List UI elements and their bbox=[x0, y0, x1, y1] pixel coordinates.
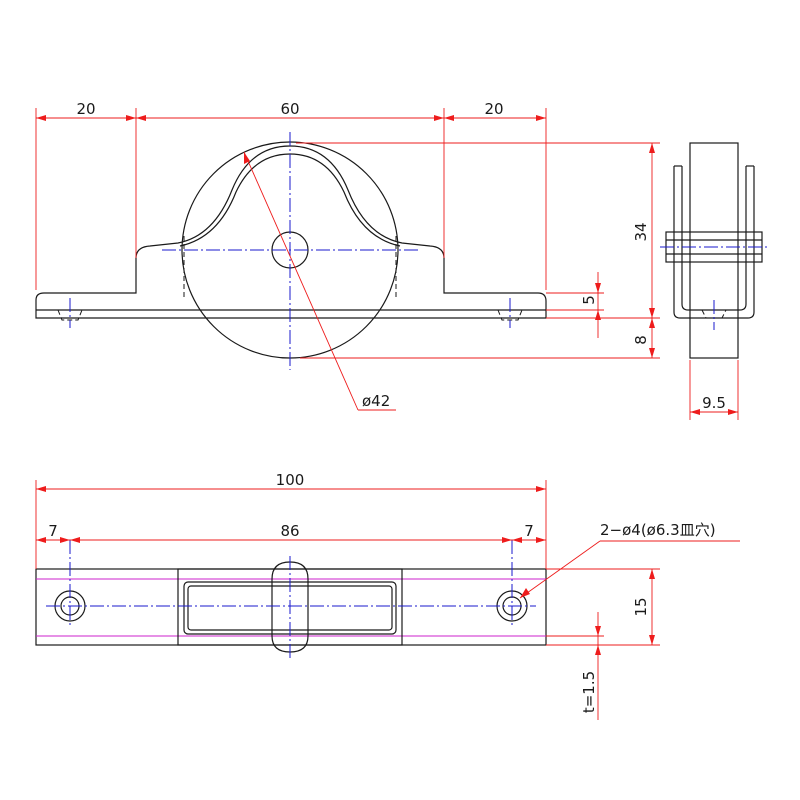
plan-view: 100 7 86 7 15 t=1.5 2−ø4(ø6.3皿穴) bbox=[35, 471, 740, 720]
front-view: 20 60 20 34 5 8 ø42 bbox=[35, 100, 660, 411]
dim-side-width: 9.5 bbox=[702, 394, 726, 412]
side-bracket bbox=[673, 166, 755, 319]
dim-thickness: t=1.5 bbox=[580, 671, 598, 713]
dim-diameter: ø42 bbox=[362, 392, 390, 410]
side-wheel bbox=[689, 142, 739, 359]
dim-flange-left: 20 bbox=[76, 100, 95, 118]
dim-flange-right: 20 bbox=[484, 100, 503, 118]
dim-plan-total: 100 bbox=[276, 471, 305, 489]
side-bracket-inner bbox=[681, 166, 747, 311]
dim-plan-depth: 15 bbox=[632, 597, 650, 616]
dim-height: 34 bbox=[632, 222, 650, 241]
dim-edge-left: 7 bbox=[48, 522, 58, 540]
dim-hole-pitch: 86 bbox=[280, 522, 299, 540]
dim-plate: 5 bbox=[580, 295, 598, 305]
dim-below: 8 bbox=[632, 335, 650, 345]
dim-wheel-span: 60 bbox=[280, 100, 299, 118]
hole-callout: 2−ø4(ø6.3皿穴) bbox=[600, 521, 716, 539]
side-view: 9.5 bbox=[660, 142, 768, 420]
dim-edge-right: 7 bbox=[524, 522, 534, 540]
